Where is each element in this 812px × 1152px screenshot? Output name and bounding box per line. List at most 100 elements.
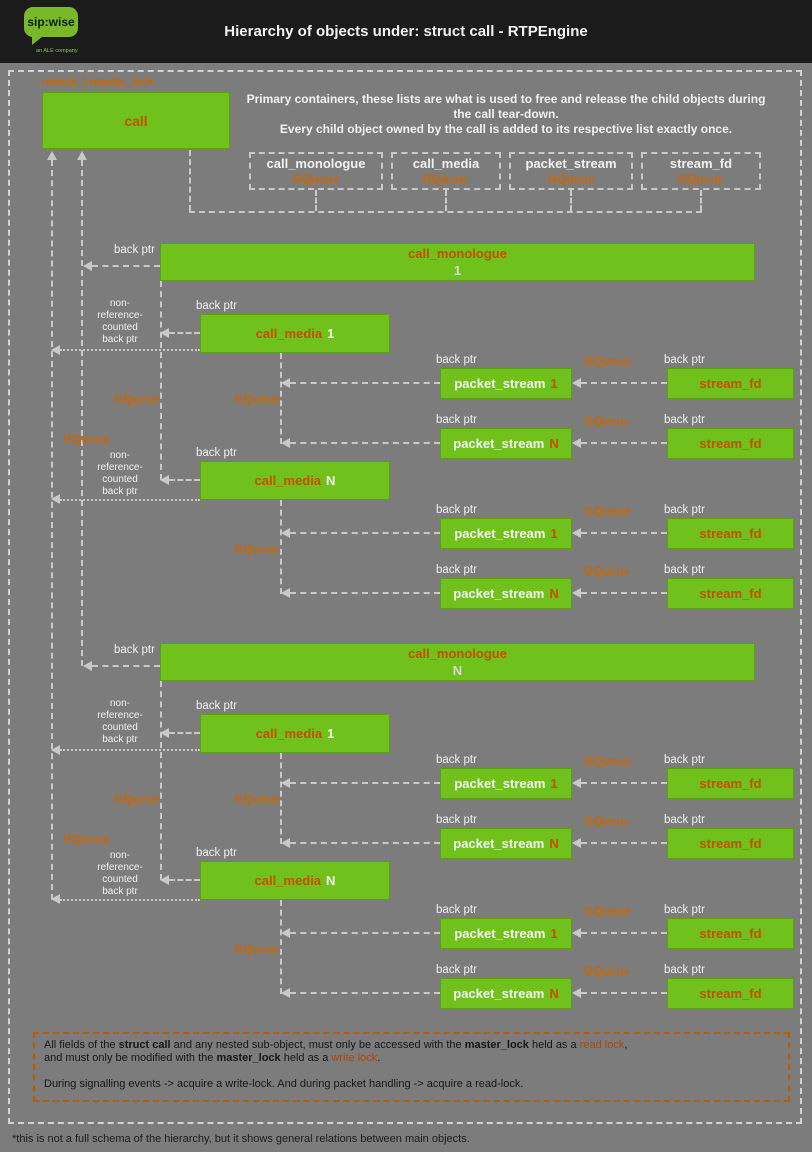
note-text-segment: , <box>624 1039 628 1051</box>
packet-stream-title: packet_stream <box>454 776 546 791</box>
back-ptr-label: back ptr <box>436 504 477 516</box>
note-line-3: During signalling events -> acquire a wr… <box>44 1078 524 1090</box>
gqueue-label: GQueue <box>234 942 281 956</box>
call-media-title: call_media <box>254 873 322 888</box>
connector-line <box>570 190 572 211</box>
gqueue-label: GQueue <box>234 392 281 406</box>
arrow-left-icon <box>281 928 290 938</box>
stream-fd-box: stream_fd <box>667 768 794 799</box>
back-ptr-line <box>169 332 200 334</box>
non-ref-back-ptr-line <box>60 499 200 501</box>
gqueue-label: GQueue <box>63 832 110 846</box>
non-ref-line: non- <box>109 850 130 861</box>
arrow-left-icon <box>281 778 290 788</box>
packet-stream-title: packet_stream <box>453 986 545 1001</box>
queue-title: packet_stream <box>525 156 617 171</box>
call-media-box: call_media 1 <box>200 314 390 353</box>
back-ptr-line <box>92 265 160 267</box>
gqueue-back-ptr-line <box>581 592 667 594</box>
note-text-segment: write lock <box>331 1052 378 1064</box>
gqueue-label: GQueue <box>584 814 631 828</box>
back-ptr-line <box>290 382 440 384</box>
intro-line-2: Every child object owned by the call is … <box>279 122 733 136</box>
packet-stream-box: packet_stream N <box>440 828 572 859</box>
connector-line <box>700 190 702 211</box>
back-ptr-label: back ptr <box>114 644 155 656</box>
non-ref-back-ptr-line <box>60 749 200 751</box>
arrow-left-icon <box>281 838 290 848</box>
packet-stream-index: N <box>549 586 559 601</box>
call-media-index: N <box>326 873 336 888</box>
call-box-title: call <box>124 112 148 129</box>
arrow-up-icon <box>47 151 57 160</box>
arrow-left-icon <box>51 345 60 355</box>
gqueue-label: GQueue <box>584 504 631 518</box>
arrow-left-icon <box>83 661 92 671</box>
sipwise-logo-text: sip:wise <box>27 15 75 29</box>
packet-stream-title: packet_stream <box>453 436 545 451</box>
call-media-title: call_media <box>255 726 323 741</box>
arrow-left-icon <box>160 328 169 338</box>
non-ref-line: counted <box>102 474 138 485</box>
back-ptr-line <box>290 442 440 444</box>
arrow-left-icon <box>51 494 60 504</box>
gqueue-label: GQueue <box>114 392 161 406</box>
connector-line <box>445 190 447 211</box>
header-bar: sip:wise an ALE company Hierarchy of obj… <box>0 0 812 63</box>
note-line-2: and must only be modified with the maste… <box>44 1052 779 1065</box>
queue-title: call_monologue <box>266 156 366 171</box>
back-ptr-label: back ptr <box>664 504 705 516</box>
call-media-index: 1 <box>327 326 335 341</box>
stream-fd-title: stream_fd <box>699 986 762 1001</box>
gqueue-line <box>280 900 282 994</box>
queue-box-stream-fd: stream_fd GQueue <box>641 152 761 190</box>
sipwise-logo-tagline: an ALE company <box>36 48 78 54</box>
gqueue-back-ptr-line <box>581 992 667 994</box>
gqueue-back-ptr-line <box>581 932 667 934</box>
arrow-left-icon <box>51 894 60 904</box>
back-ptr-label: back ptr <box>196 700 237 712</box>
gqueue-back-ptr-line <box>581 842 667 844</box>
diagram-container <box>8 70 802 1124</box>
gqueue-back-ptr-line <box>581 532 667 534</box>
stream-fd-title: stream_fd <box>699 436 762 451</box>
gqueue-label: GQueue <box>114 792 161 806</box>
non-ref-line: back ptr <box>102 734 138 745</box>
intro-line-1: Primary containers, these lists are what… <box>246 92 766 121</box>
stream-fd-box: stream_fd <box>667 828 794 859</box>
non-ref-line: back ptr <box>102 886 138 897</box>
non-ref-line: non- <box>109 450 130 461</box>
back-ptr-line <box>290 992 440 994</box>
packet-stream-index: N <box>549 986 559 1001</box>
arrow-left-icon <box>572 778 581 788</box>
connector-line <box>315 190 317 211</box>
stream-fd-box: stream_fd <box>667 518 794 549</box>
back-ptr-label: back ptr <box>664 414 705 426</box>
call-media-index: 1 <box>327 726 335 741</box>
queue-title: call_media <box>412 156 480 171</box>
call-box: call <box>42 92 230 149</box>
non-ref-line: back ptr <box>102 334 138 345</box>
back-ptr-trunk-line <box>81 160 83 666</box>
call-monologue-1-box: call_monologue 1 <box>160 243 755 281</box>
non-ref-line: counted <box>102 322 138 333</box>
non-ref-line: back ptr <box>102 486 138 497</box>
non-ref-back-ptr-line <box>60 899 200 901</box>
call-media-box: call_media N <box>200 461 390 500</box>
arrow-left-icon <box>281 528 290 538</box>
back-ptr-line <box>169 879 200 881</box>
back-ptr-label: back ptr <box>664 904 705 916</box>
call-media-index: N <box>326 473 336 488</box>
back-ptr-line <box>290 932 440 934</box>
stream-fd-box: stream_fd <box>667 428 794 459</box>
back-ptr-line <box>169 732 200 734</box>
gqueue-label: GQueue <box>234 542 281 556</box>
packet-stream-title: packet_stream <box>453 836 545 851</box>
gqueue-label: GQueue <box>584 564 631 578</box>
non-ref-line: reference- <box>97 462 143 473</box>
stream-fd-box: stream_fd <box>667 578 794 609</box>
stream-fd-box: stream_fd <box>667 368 794 399</box>
arrow-left-icon <box>572 588 581 598</box>
queue-type: GQueue <box>422 172 470 186</box>
